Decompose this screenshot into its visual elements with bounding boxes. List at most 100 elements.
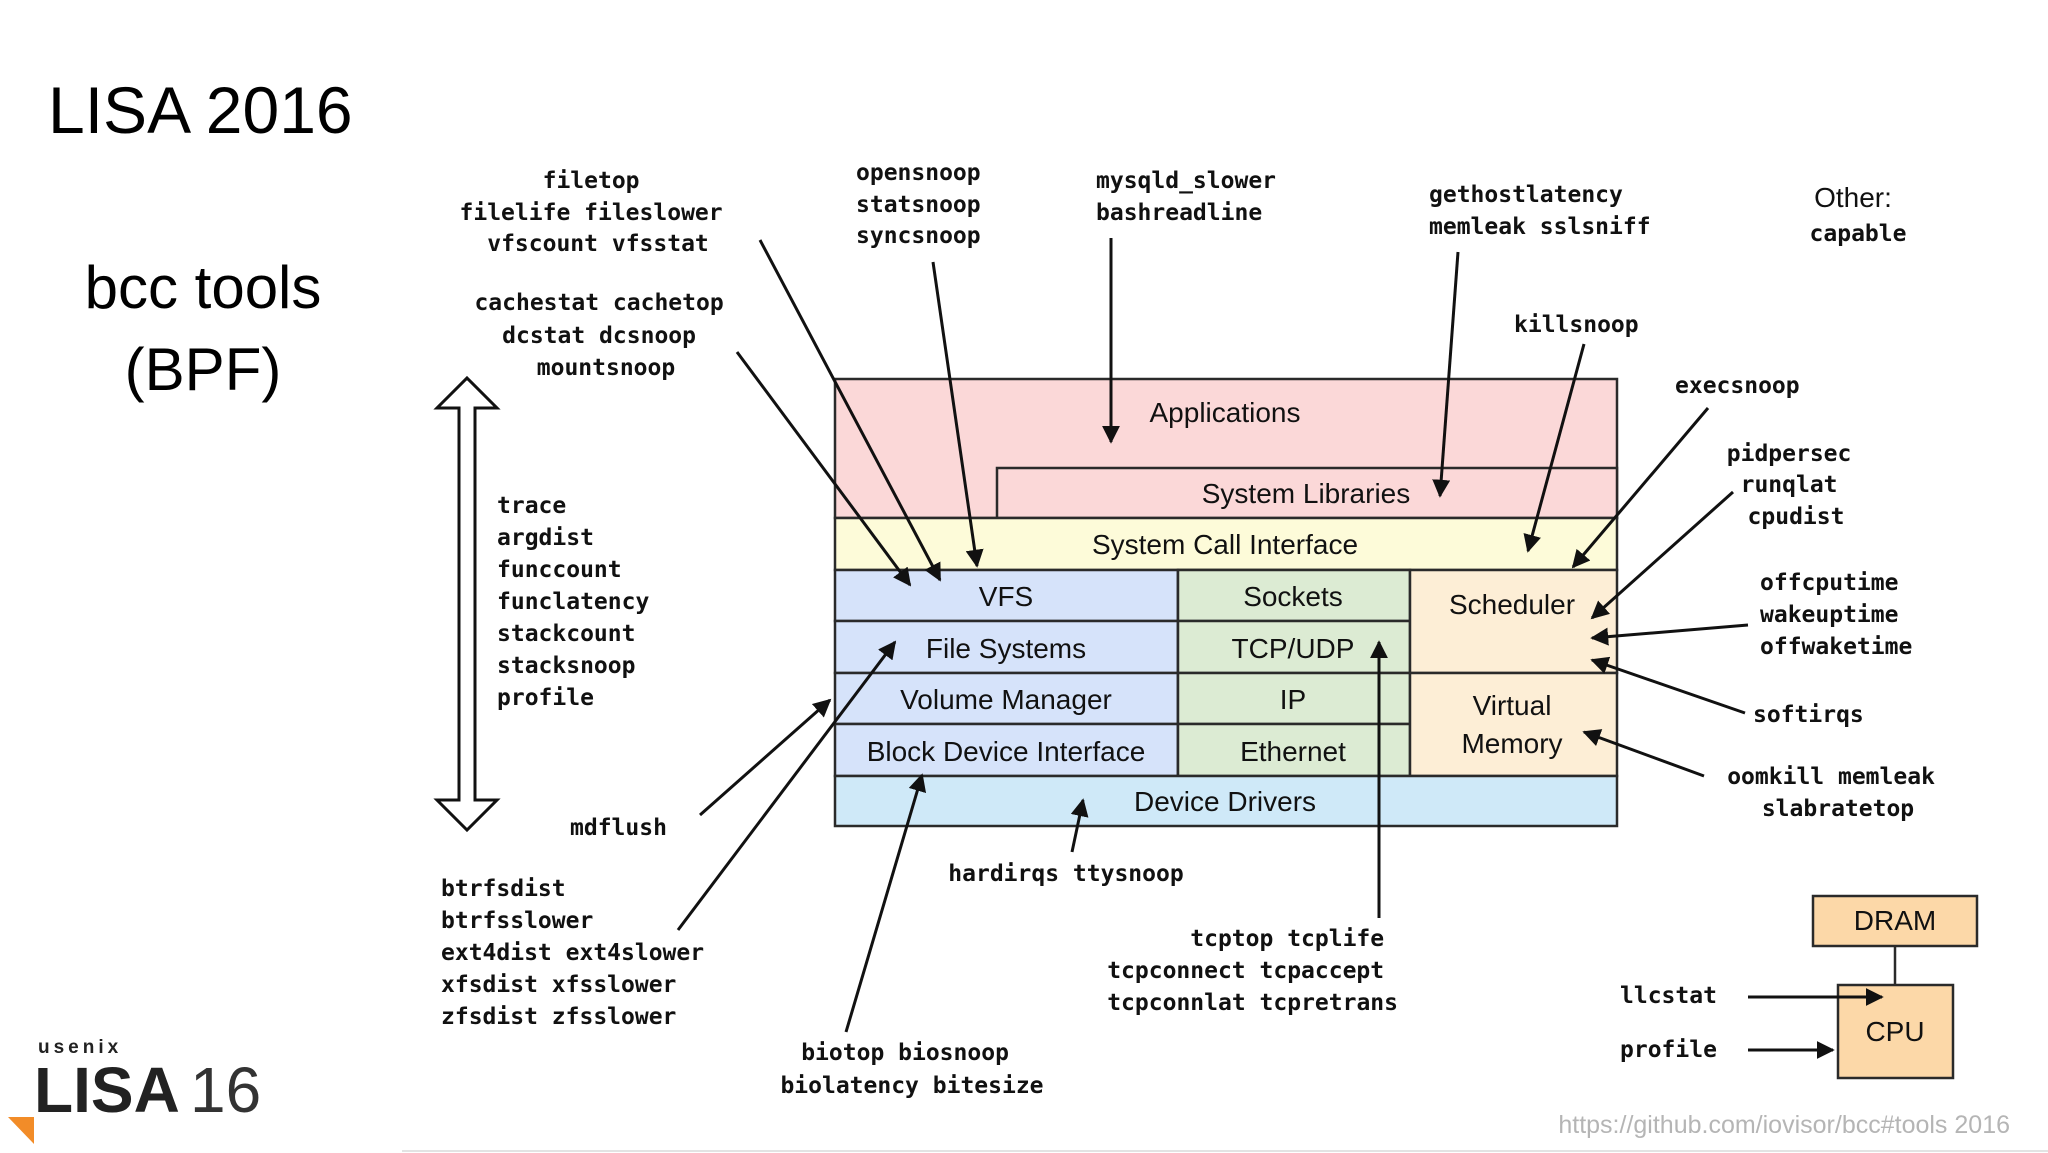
- tools-execsnoop: execsnoop: [1675, 373, 1800, 399]
- tool-line: filetop: [543, 168, 640, 194]
- applications-label: Applications: [1150, 397, 1301, 428]
- tools-llcstat: llcstat: [1620, 983, 1717, 1009]
- tool-line: mysqld_slower: [1096, 168, 1276, 194]
- hardware-group: DRAM CPU: [1811, 894, 1979, 1080]
- virtual-memory-label-2: Memory: [1461, 728, 1562, 759]
- slide-title: LISA 2016: [48, 73, 353, 147]
- tool-line: xfsdist xfsslower: [441, 972, 676, 998]
- scheduler-box: [1408, 568, 1619, 675]
- virtual-memory-box: [1408, 671, 1619, 778]
- volume-manager-box: [833, 671, 1180, 726]
- lisa16-logo: usenix LISA 16: [8, 1037, 261, 1144]
- subtitle-line2: (BPF): [125, 336, 282, 403]
- tools-tcptop: tcptop tcplife tcpconnect tcpaccept tcpc…: [1107, 926, 1398, 1016]
- tool-line: cpudist: [1748, 504, 1845, 530]
- arrow-execsnoop-syscall: [1571, 407, 1710, 569]
- tool-line: biotop biosnoop: [801, 1040, 1009, 1066]
- tool-line: oomkill memleak: [1727, 764, 1935, 790]
- tool-line: wakeuptime: [1760, 602, 1898, 628]
- cpu-label: CPU: [1865, 1016, 1924, 1047]
- arrow-biotop-block: [844, 773, 927, 1033]
- system-stack: Applications System Libraries System Cal…: [833, 377, 1619, 828]
- arrow-btrfs-filesystems: [676, 640, 897, 931]
- device-drivers-box: [833, 774, 1619, 828]
- scheduler-label: Scheduler: [1449, 589, 1575, 620]
- tools-profile-cpu: profile: [1620, 1037, 1717, 1063]
- tools-gethost: gethostlatency memleak sslsniff: [1429, 182, 1651, 240]
- other-label: Other:: [1814, 182, 1892, 213]
- dram-box: [1811, 894, 1979, 948]
- system-call-interface-label: System Call Interface: [1092, 529, 1358, 560]
- tools-filetop: filetop filelife fileslower vfscount vfs…: [460, 168, 737, 257]
- ethernet-label: Ethernet: [1240, 736, 1346, 767]
- tool-line: opensnoop: [856, 160, 981, 186]
- arrow-mdflush-volume: [699, 698, 832, 817]
- virtual-memory-label-1: Virtual: [1473, 690, 1552, 721]
- tools-mysqld: mysqld_slower bashreadline: [1096, 168, 1290, 226]
- tcp-udp-label: TCP/UDP: [1232, 633, 1355, 664]
- tcp-udp-box: [1176, 619, 1412, 675]
- arrow-hardirqs-drivers: [1070, 798, 1089, 853]
- tool-line: gethostlatency: [1429, 182, 1623, 208]
- logo-brand: usenix: [38, 1037, 122, 1058]
- sockets-label: Sockets: [1243, 581, 1343, 612]
- arrow-cachestat-vfs: [735, 351, 912, 587]
- tool-line: trace: [497, 493, 566, 519]
- tool-line: offcputime: [1760, 570, 1898, 596]
- tool-line: biolatency bitesize: [780, 1073, 1043, 1099]
- tools-btrfs: btrfsdist btrfsslower ext4dist ext4slowe…: [441, 876, 718, 1030]
- tool-line: funclatency: [497, 589, 649, 615]
- subtitle-line1: bcc tools: [85, 254, 322, 321]
- tool-line: cachestat cachetop: [474, 290, 723, 316]
- tool-line: tcpconnect tcpaccept: [1107, 958, 1384, 984]
- tools-killsnoop: killsnoop: [1514, 312, 1639, 338]
- tool-line: statsnoop: [856, 192, 981, 218]
- tools-trace: trace argdist funccount funclatency stac…: [497, 493, 663, 711]
- tool-line: bashreadline: [1096, 200, 1262, 226]
- tool-line: offwaketime: [1760, 634, 1912, 660]
- vfs-label: VFS: [979, 581, 1033, 612]
- file-systems-label: File Systems: [926, 633, 1086, 664]
- tools-mdflush: mdflush: [570, 815, 667, 841]
- tool-line: runqlat: [1741, 472, 1838, 498]
- volume-manager-label: Volume Manager: [900, 684, 1112, 715]
- arrow-filetop-vfs: [758, 239, 942, 582]
- tool-line: filelife fileslower: [460, 200, 723, 226]
- arrow-killsnoop-syscall: [1523, 343, 1586, 553]
- tool-line: tcpconnlat tcpretrans: [1107, 990, 1398, 1016]
- tool-line: slabratetop: [1762, 796, 1914, 822]
- tool-line: memleak sslsniff: [1429, 214, 1651, 240]
- cpu-box: [1836, 983, 1955, 1080]
- tool-line: syncsnoop: [856, 223, 981, 249]
- tool-line: tcptop tcplife: [1190, 926, 1384, 952]
- arrow-softirqs-scheduler: [1590, 656, 1746, 715]
- device-drivers-label: Device Drivers: [1134, 786, 1316, 817]
- tools-capable: capable: [1810, 221, 1907, 247]
- tool-line: argdist: [497, 525, 594, 551]
- tool-line: dcstat dcsnoop: [502, 323, 696, 349]
- arrow-oomkill-memory: [1582, 729, 1705, 778]
- tool-line: mountsnoop: [537, 355, 675, 381]
- tools-opensnoop: opensnoop statsnoop syncsnoop: [856, 160, 994, 249]
- tool-line: stacksnoop: [497, 653, 635, 679]
- tool-line: stackcount: [497, 621, 635, 647]
- tool-line: btrfsdist: [441, 876, 566, 902]
- tools-softirqs: softirqs: [1753, 702, 1864, 728]
- tools-biotop: biotop biosnoop biolatency bitesize: [780, 1040, 1043, 1099]
- logo-event: LISA: [34, 1054, 180, 1126]
- arrow-opensnoop-vfs: [931, 261, 984, 568]
- arrow-pidpersec-scheduler: [1590, 490, 1734, 620]
- tool-line: btrfsslower: [441, 908, 593, 934]
- arrow-offcpu-scheduler: [1590, 623, 1749, 646]
- tool-line: funccount: [497, 557, 622, 583]
- tools-cachestat: cachestat cachetop dcstat dcsnoop mounts…: [474, 290, 737, 381]
- arrows: [676, 238, 1884, 1059]
- tool-line: ext4dist ext4slower: [441, 940, 704, 966]
- tools-offcpu: offcputime wakeuptime offwaketime: [1760, 570, 1912, 660]
- tools-pidpersec: pidpersec runqlat cpudist: [1727, 441, 1865, 530]
- block-device-interface-label: Block Device Interface: [867, 736, 1146, 767]
- tool-line: vfscount vfsstat: [487, 231, 709, 257]
- logo-year: 16: [190, 1054, 261, 1126]
- tools-oomkill: oomkill memleak slabratetop: [1727, 764, 1949, 822]
